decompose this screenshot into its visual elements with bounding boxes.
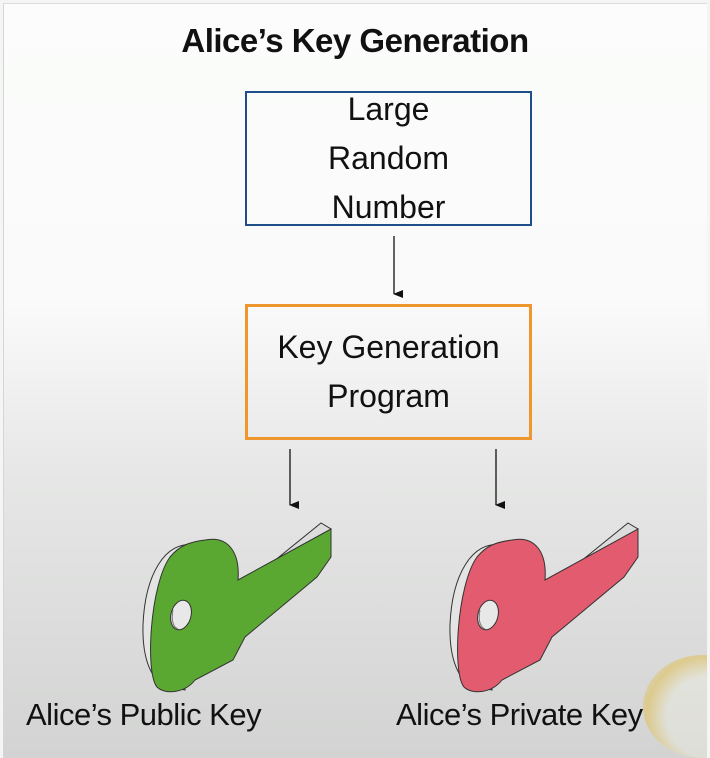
public-key-label: Alice’s Public Key [26, 697, 262, 732]
node-text-line: Number [331, 189, 446, 225]
slide-canvas [3, 3, 707, 758]
public-key-graphic [142, 522, 332, 693]
key-icon [142, 522, 332, 693]
key-icon [449, 522, 639, 693]
node-text-line: Large [347, 91, 430, 127]
diagram-title: Alice’s Key Generation [181, 22, 529, 59]
node-text-line: Key Generation [277, 329, 500, 365]
node-text-line: Random [328, 140, 449, 176]
node-key-generation-program: Key Generation Program [245, 304, 532, 440]
private-key-label: Alice’s Private Key [396, 697, 643, 732]
private-key-graphic [449, 522, 639, 693]
node-large-random-number: Large Random Number [245, 91, 532, 226]
node-text-line: Program [327, 378, 450, 414]
